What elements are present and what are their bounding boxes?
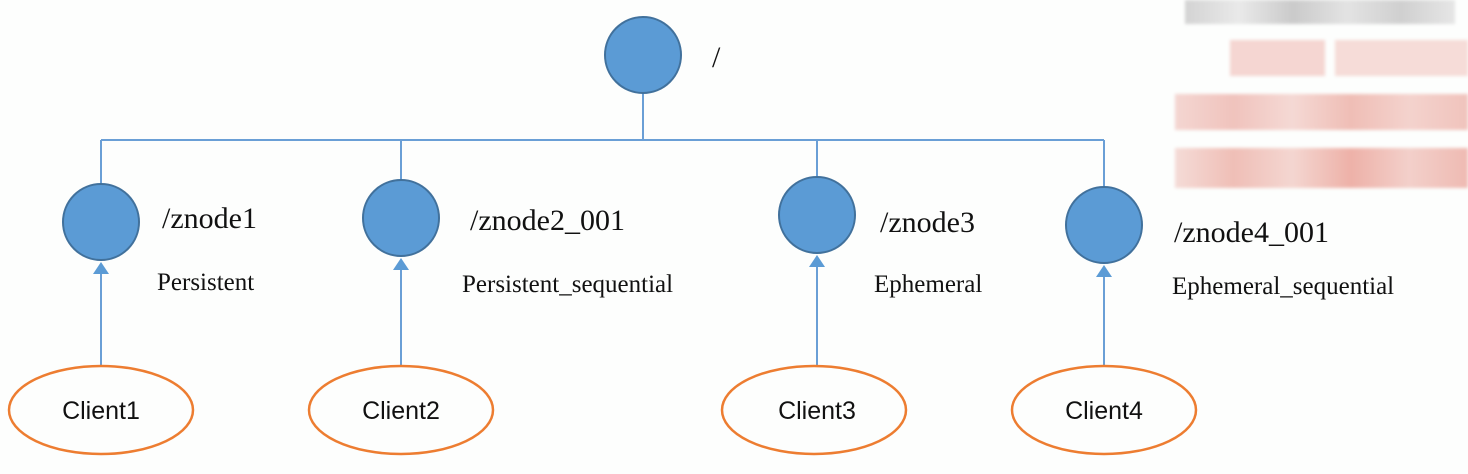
znode-4 (1065, 186, 1143, 264)
arrow-head-icon (809, 255, 825, 267)
znode-type-label: Ephemeral_sequential (1172, 273, 1394, 300)
arrow-head-icon (393, 258, 409, 270)
client-label: Client1 (62, 397, 140, 425)
znode-path-label: /znode1 (162, 202, 257, 235)
client-2 (307, 364, 495, 456)
arrow-head-icon (93, 262, 109, 274)
znode-path-label: /znode3 (880, 206, 975, 239)
znode-type-label: Ephemeral (874, 271, 982, 298)
client-3 (720, 364, 908, 456)
root-label: / (712, 41, 721, 74)
pixelated-watermark (1175, 0, 1468, 195)
client-1 (7, 364, 195, 456)
znode-1 (62, 183, 140, 261)
znode-type-label: Persistent (157, 269, 254, 296)
znode-path-label: /znode4_001 (1174, 216, 1329, 249)
znode-path-label: /znode2_001 (470, 204, 625, 237)
znode-type-label: Persistent_sequential (462, 271, 673, 298)
znode-3 (778, 176, 856, 254)
client-4 (1010, 364, 1198, 456)
client-label: Client2 (362, 397, 440, 425)
root-node (604, 16, 682, 94)
client-label: Client4 (1065, 397, 1143, 425)
client-label: Client3 (778, 397, 856, 425)
znode-2 (362, 179, 440, 257)
arrow-head-icon (1096, 265, 1112, 277)
